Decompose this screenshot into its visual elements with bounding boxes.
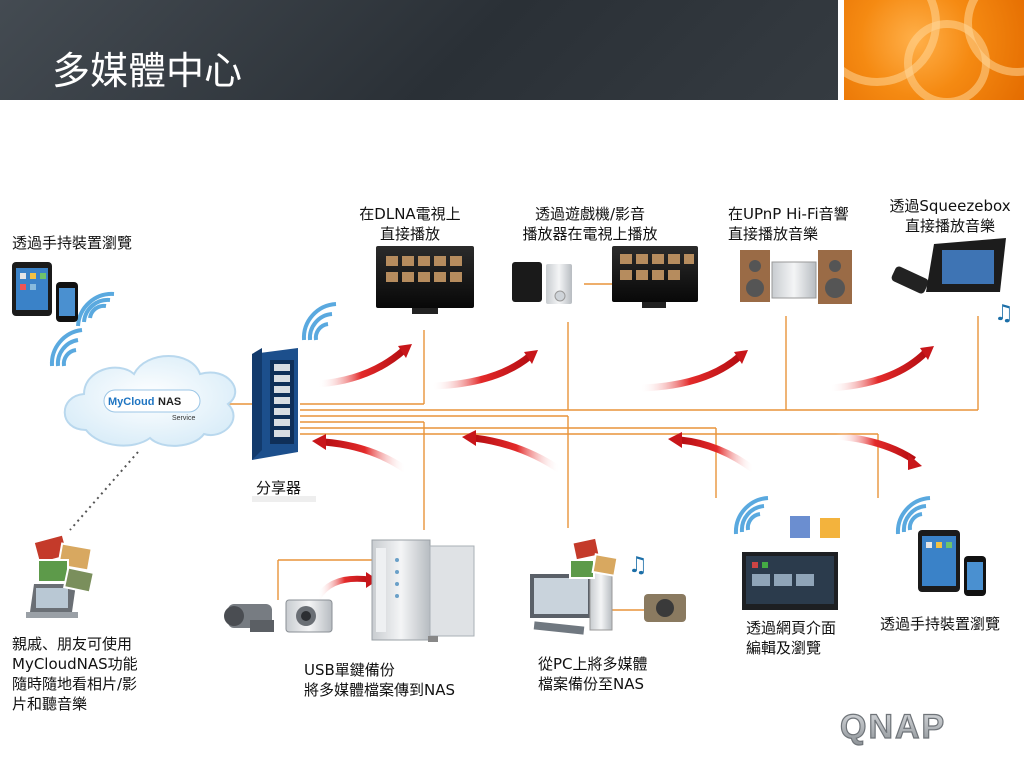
- label-squeezebox: 透過Squeezebox 直接播放音樂: [889, 197, 1011, 235]
- camcorder-icon: [224, 604, 274, 632]
- music-note-icon: ♫: [994, 301, 1014, 326]
- router-shadow: [252, 496, 316, 502]
- wifi-icon: [301, 302, 337, 341]
- dotted-link: [69, 451, 139, 531]
- photo-stack-icon: [569, 536, 619, 579]
- label-game-console: 透過遊戲機/影音 播放器在電視上播放: [522, 205, 658, 243]
- wifi-icon: [49, 328, 83, 367]
- music-note-icon: ♫: [628, 553, 648, 578]
- connection-lines: [228, 283, 979, 611]
- red-arrow: [668, 432, 757, 473]
- red-arrow: [462, 430, 562, 473]
- red-arrow: [835, 432, 922, 470]
- phone-icon: [56, 282, 78, 322]
- title-bar-decoration: [844, 0, 1024, 100]
- cloud-service-label: Service: [172, 415, 195, 422]
- photo-stack-icon: [32, 533, 95, 594]
- slide-title: 多媒體中心: [52, 49, 243, 93]
- desktop-pc-icon: [530, 571, 613, 635]
- router-icon: [252, 348, 298, 460]
- digital-camera-icon: [285, 599, 333, 633]
- title-bar-divider: [838, 0, 844, 100]
- laptop-icon: [26, 584, 78, 618]
- red-arrow: [312, 434, 409, 473]
- wifi-icon: [895, 496, 931, 535]
- label-friends: 親戚、朋友可使用 MyCloudNAS功能 隨時隨地看相片/影 片和聽音樂: [12, 635, 138, 713]
- label-dlna-tv: 在DLNA電視上 直接播放: [359, 205, 461, 243]
- label-web-ui: 透過網頁介面 編輯及瀏覽: [746, 619, 837, 657]
- red-arrow: [317, 344, 412, 388]
- cloud-brand-right: NAS: [158, 396, 181, 408]
- mac-windows-icon: [790, 516, 840, 538]
- title-bar: [0, 0, 838, 100]
- nas-device-icon: [371, 539, 475, 642]
- red-arrow: [829, 346, 934, 392]
- camera-icon: [644, 594, 686, 622]
- label-upnp-hifi: 在UPnP Hi-Fi音響 直接播放音樂: [728, 205, 849, 243]
- svg-text:♫: ♫: [628, 553, 648, 578]
- game-console-icon: [512, 262, 572, 304]
- tv-icon: [612, 246, 698, 308]
- squeezebox-icon: [891, 238, 1006, 294]
- label-router: 分享器: [256, 479, 302, 497]
- red-arrow: [639, 350, 748, 392]
- red-arrow: [315, 572, 378, 600]
- label-usb-backup: USB單鍵備份 將多媒體檔案傳到NAS: [304, 661, 456, 699]
- label-handheld-right: 透過手持裝置瀏覽: [880, 615, 1001, 633]
- wifi-icon: [733, 496, 769, 535]
- tv-icon: [376, 246, 474, 314]
- phone-icon: [964, 556, 986, 596]
- label-pc-backup: 從PC上將多媒體 檔案備份至NAS: [538, 655, 648, 693]
- label-handheld-top: 透過手持裝置瀏覽: [12, 234, 133, 252]
- wifi-icon: [76, 291, 115, 327]
- tablet-icon: [918, 530, 960, 592]
- cloud-brand-left: MyCloud: [108, 396, 154, 408]
- tablet-icon: [12, 262, 52, 316]
- svg-text:♫: ♫: [994, 301, 1014, 326]
- hifi-speaker-icon: [740, 250, 852, 304]
- web-interface-monitor-icon: [742, 552, 838, 610]
- qnap-logo-text: QNAP: [840, 708, 946, 746]
- qnap-logo: QNAP: [839, 707, 946, 746]
- mycloudnas-cloud: [63, 355, 237, 447]
- red-arrow: [431, 350, 538, 390]
